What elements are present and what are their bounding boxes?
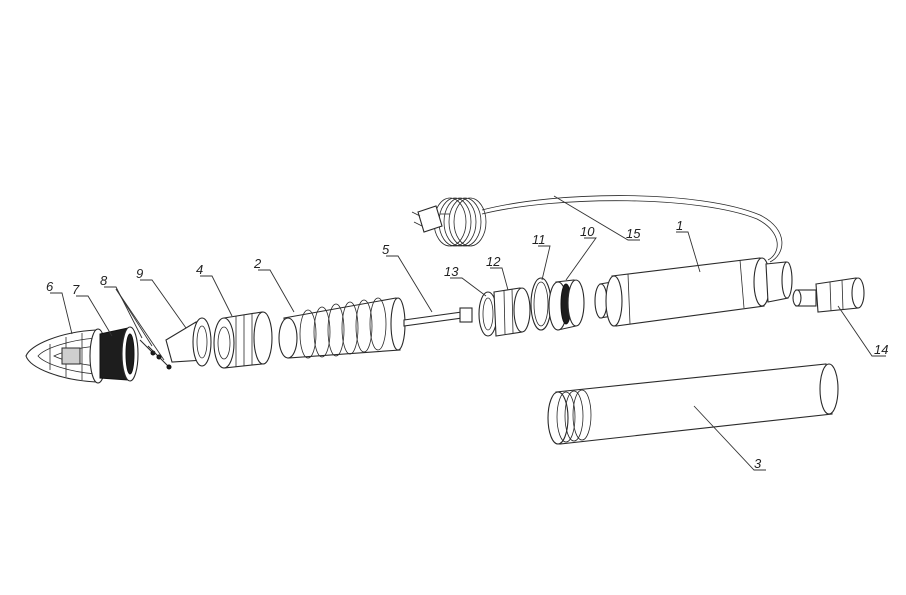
- label-6: 6: [46, 279, 54, 294]
- part-2-pump-stages: [278, 297, 406, 359]
- part-7-filter: [99, 326, 139, 382]
- plug-icon: [411, 205, 450, 233]
- part-labels: 6 7 8 9 4 2 5 13 12 11 10 1 15 14 3: [46, 218, 888, 471]
- part-14-outlet-fitting: [792, 277, 865, 313]
- part-1-motor: [594, 257, 793, 327]
- label-10: 10: [580, 224, 595, 239]
- label-12: 12: [486, 254, 501, 269]
- label-14: 14: [874, 342, 888, 357]
- power-cable: [411, 195, 783, 263]
- part-13-ring: [478, 291, 498, 337]
- part-10-seal-housing: [548, 279, 585, 331]
- part-3-casing-tube: [547, 363, 839, 445]
- part-5-shaft: [403, 307, 473, 327]
- part-9-cone-adapter: [165, 317, 212, 367]
- cable-coil: [433, 197, 487, 247]
- label-13: 13: [444, 264, 459, 279]
- part-12-coupling: [493, 287, 531, 337]
- part-6-strainer-cage: [25, 328, 107, 384]
- part-4-suction-body: [213, 311, 273, 369]
- label-7: 7: [72, 282, 80, 297]
- label-9: 9: [136, 266, 143, 281]
- part-11-o-ring: [530, 277, 552, 331]
- label-2: 2: [253, 256, 262, 271]
- label-11: 11: [532, 232, 546, 247]
- leader-lines: [50, 195, 886, 471]
- label-1: 1: [676, 218, 683, 233]
- label-5: 5: [382, 242, 390, 257]
- label-3: 3: [754, 456, 762, 471]
- label-4: 4: [196, 262, 203, 277]
- part-8-pins: [139, 339, 172, 370]
- label-8: 8: [100, 273, 108, 288]
- label-15: 15: [626, 226, 641, 241]
